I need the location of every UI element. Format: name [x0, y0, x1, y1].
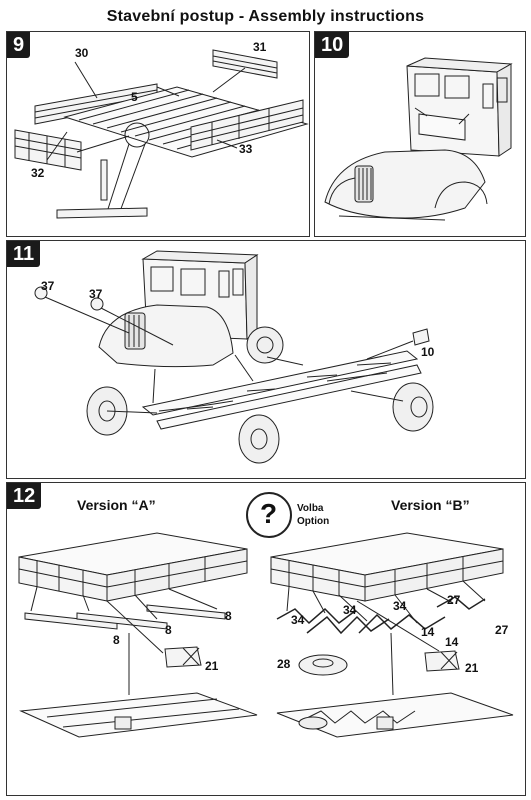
callout-37-left: 37	[41, 279, 55, 293]
callout-b-34-left: 34	[291, 613, 305, 627]
step-10-badge: 10	[315, 32, 350, 58]
callout-a-8-right: 8	[225, 609, 232, 623]
version-a-label: Version “A”	[77, 497, 156, 513]
callout-b-21: 21	[465, 661, 479, 675]
callout-a-8-left: 8	[113, 633, 120, 647]
callout-37-right: 37	[89, 287, 103, 301]
callout-33: 33	[239, 142, 253, 156]
version-b-label: Version “B”	[391, 497, 470, 513]
callout-a-21: 21	[205, 659, 219, 673]
option-label-en: Option	[297, 516, 330, 527]
callout-b-34-right: 34	[393, 599, 407, 613]
callout-31: 31	[253, 40, 267, 54]
callout-10: 10	[421, 345, 435, 359]
step-10-drawing	[324, 57, 513, 221]
callout-b-14-lower: 14	[445, 635, 459, 649]
step-9-panel: 9	[6, 31, 310, 237]
callout-b-14-upper: 14	[421, 625, 435, 639]
step-11-badge: 11	[7, 241, 41, 267]
callout-30: 30	[75, 46, 89, 60]
callout-b-27-upper: 27	[447, 593, 461, 607]
callout-5: 5	[131, 90, 138, 104]
callout-b-34-mid: 34	[343, 603, 357, 617]
callout-a-8-mid: 8	[165, 623, 172, 637]
step-11-drawing	[34, 250, 434, 464]
question-mark-icon	[246, 492, 292, 538]
callout-b-27-lower: 27	[495, 623, 509, 637]
callout-32: 32	[31, 166, 45, 180]
step-9-badge: 9	[7, 32, 31, 58]
step-10-panel: 10	[314, 31, 526, 237]
page-title: Stavební postup - Assembly instructions	[106, 8, 425, 25]
step-11-panel: 11	[6, 240, 526, 479]
option-label-cz: Volba	[297, 503, 324, 514]
option-glyph: ?	[260, 498, 278, 529]
step-9-drawing	[14, 49, 309, 219]
step-12-drawing	[18, 492, 514, 738]
callout-b-28: 28	[277, 657, 291, 671]
step-12-panel: 12 Version “A” Version “B”	[6, 482, 526, 796]
step-12-badge: 12	[7, 483, 42, 509]
